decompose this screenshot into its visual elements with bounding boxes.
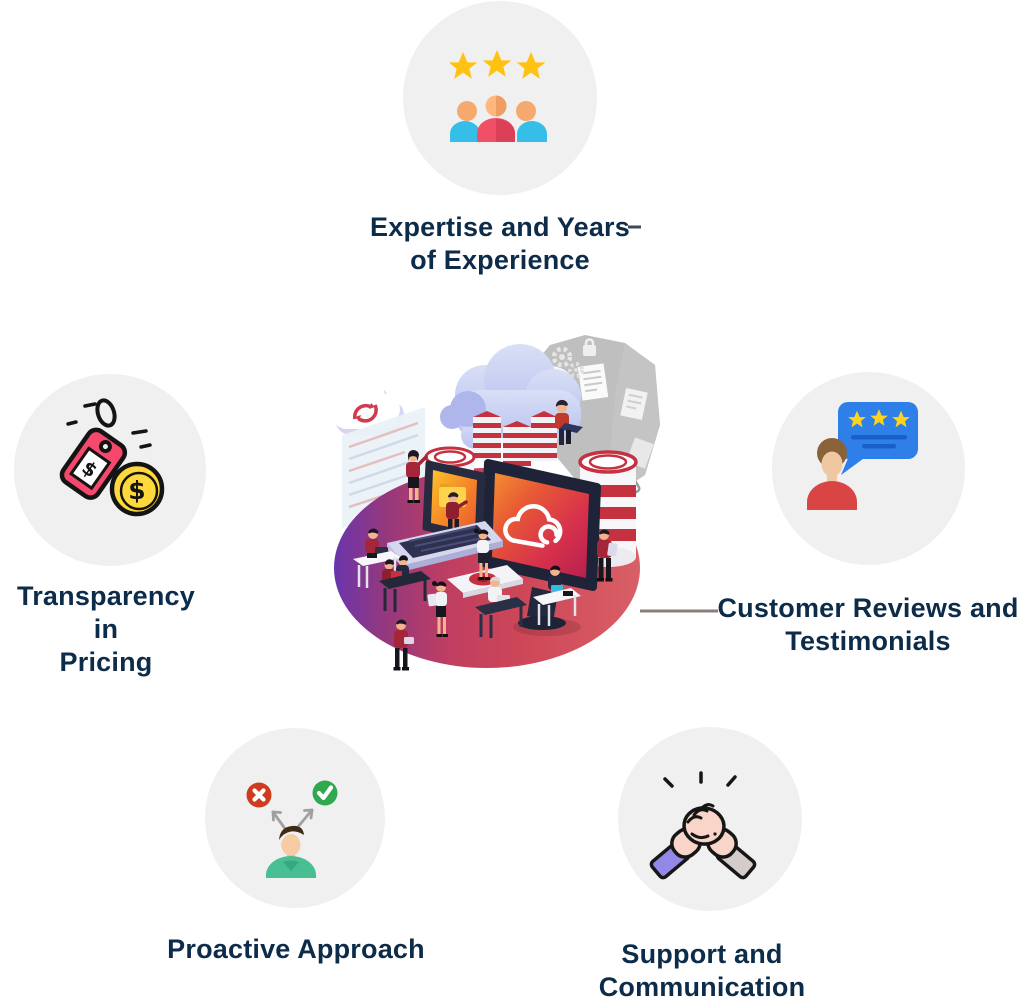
label-reviews-line2: Testimonials bbox=[785, 626, 951, 656]
node-circle-expertise bbox=[403, 1, 597, 195]
server-stacks bbox=[473, 411, 557, 467]
label-proactive-line1: Proactive Approach bbox=[167, 934, 425, 964]
thinking-person bbox=[266, 825, 316, 878]
reviewer-person bbox=[807, 438, 857, 510]
clasped-hands bbox=[670, 803, 738, 859]
woman-on-platform bbox=[474, 528, 490, 580]
cloud-data-center-team-illustration bbox=[331, 335, 660, 671]
person-on-cloud bbox=[555, 399, 583, 445]
walking-man bbox=[393, 619, 414, 671]
presenting-woman bbox=[406, 449, 428, 503]
lock-icon bbox=[583, 338, 596, 356]
motion-dashes bbox=[66, 402, 152, 449]
tablet-woman bbox=[427, 581, 448, 637]
price-tag: $ bbox=[59, 427, 128, 500]
right-desk-worker bbox=[533, 565, 581, 626]
presentation-board bbox=[342, 407, 425, 528]
label-expertise: Expertise and Years of Experience bbox=[320, 211, 680, 277]
dark-desk-duo bbox=[379, 555, 431, 612]
dollar-coin: $ bbox=[109, 461, 165, 517]
node-circle-reviews bbox=[772, 372, 965, 565]
label-support-line1: Support and bbox=[621, 939, 783, 969]
cloud-logo bbox=[503, 504, 563, 548]
person-review-bubble-icon bbox=[807, 402, 918, 510]
sitting-man-left bbox=[353, 528, 401, 588]
node-circle-support bbox=[618, 727, 802, 911]
choice-arrows bbox=[271, 808, 314, 832]
label-support-line2: Communication bbox=[598, 972, 806, 1002]
finger-lines bbox=[686, 803, 715, 840]
decision-cross-check-icon bbox=[246, 780, 338, 878]
sync-cloud bbox=[331, 377, 404, 435]
node-circle-pricing: $ $ bbox=[14, 374, 206, 566]
white-shirt-worker bbox=[475, 576, 527, 638]
folder-icon bbox=[439, 484, 466, 507]
label-reviews-line1: Customer Reviews and bbox=[717, 593, 1019, 623]
bubble-stars bbox=[848, 409, 910, 428]
server-cloud bbox=[440, 341, 583, 467]
review-speech-bubble bbox=[838, 402, 918, 475]
gray-tech-cluster bbox=[525, 335, 660, 495]
price-tag-dollar-coin-icon: $ $ bbox=[59, 398, 165, 517]
database-cylinder-right bbox=[578, 450, 638, 567]
link-icon bbox=[618, 471, 641, 495]
team-three-stars-icon bbox=[450, 50, 547, 142]
label-reviews: Customer Reviews and Testimonials bbox=[716, 592, 1020, 658]
wifi-icon bbox=[561, 394, 576, 409]
check-badge bbox=[312, 780, 338, 806]
standing-man-right bbox=[597, 529, 618, 582]
database-cylinder-left bbox=[424, 446, 476, 498]
cross-badge bbox=[246, 782, 272, 808]
label-pricing-line2: Pricing bbox=[59, 647, 153, 677]
label-proactive: Proactive Approach bbox=[146, 933, 446, 966]
label-support: Support and Communication bbox=[552, 938, 852, 1004]
label-pricing: Transparency in Pricing bbox=[4, 580, 208, 679]
label-expertise-line1: Expertise and Years bbox=[370, 212, 630, 242]
team-members bbox=[450, 95, 547, 142]
label-pricing-line1: Transparency in bbox=[17, 581, 195, 644]
presenter-on-laptop bbox=[446, 492, 468, 534]
target-platform bbox=[447, 565, 523, 598]
document-icons bbox=[577, 363, 654, 469]
star-icons bbox=[450, 50, 546, 79]
node-circle-proactive bbox=[205, 728, 385, 908]
clasped-hands-icon bbox=[649, 771, 757, 880]
laptop bbox=[387, 521, 503, 571]
folder-screen bbox=[422, 460, 486, 543]
base-disc bbox=[334, 468, 640, 668]
svg-text:$: $ bbox=[128, 476, 145, 505]
emphasis-lines bbox=[663, 771, 737, 788]
gear-icons bbox=[551, 346, 584, 378]
label-expertise-line2: of Experience bbox=[410, 245, 590, 275]
big-monitor bbox=[480, 459, 601, 636]
sync-arrows-icon bbox=[353, 403, 378, 423]
tag-string bbox=[95, 398, 117, 428]
